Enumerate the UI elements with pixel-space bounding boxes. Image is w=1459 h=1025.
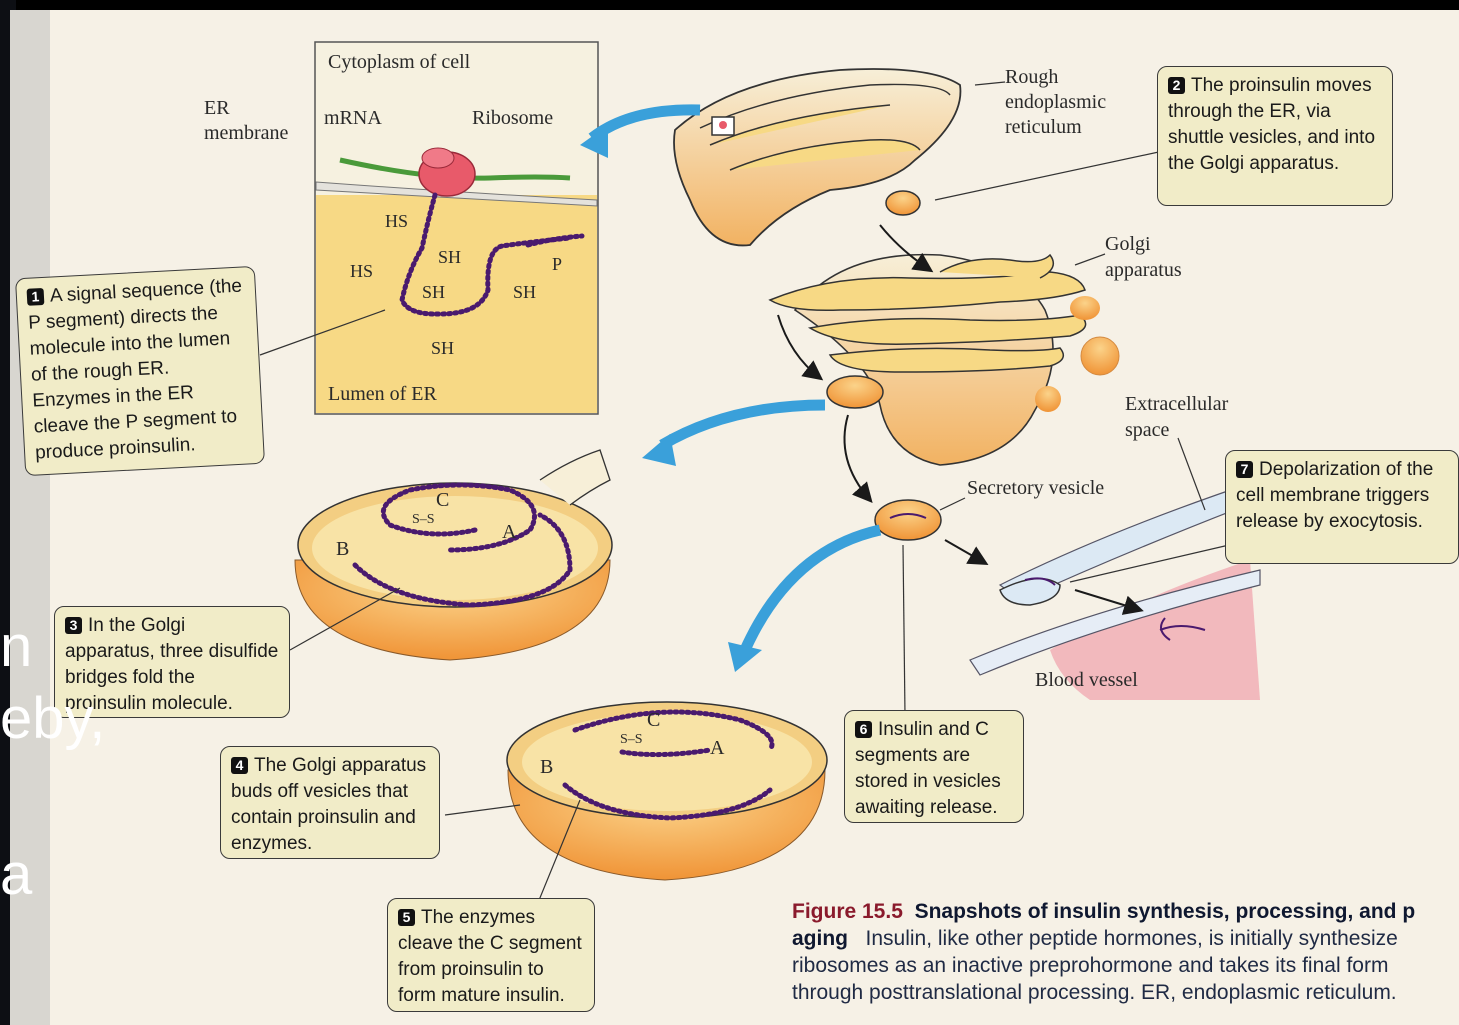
sh-label-4: SH (431, 336, 454, 360)
chain-a-label-1: A (502, 520, 516, 544)
figure-number: Figure 15.5 (792, 900, 903, 923)
hs-label-2: HS (350, 259, 373, 283)
cytoplasm-label: Cytoplasm of cell (328, 50, 470, 74)
chain-c-label-2: C (647, 708, 660, 732)
figure-title-cont: aging (792, 927, 848, 950)
extracellular-label-1: Extracellular (1125, 392, 1228, 416)
slide-text-fragment-3: a (0, 846, 32, 904)
sh-label-2: SH (422, 280, 445, 304)
golgi-label-1: Golgi (1105, 232, 1151, 256)
step-1-text: A signal sequence (the P segment) direct… (28, 276, 243, 464)
shuttle-vesicle (886, 191, 920, 215)
sh-label-3: SH (513, 280, 536, 304)
chain-a-label-2: A (710, 736, 724, 760)
figure-title: Snapshots of insulin synthesis, processi… (915, 900, 1416, 923)
textbook-page: Cytoplasm of cell ER membrane mRNA Ribos… (10, 10, 1459, 1025)
step-2-number: 2 (1168, 77, 1185, 94)
step-3-number: 3 (65, 617, 82, 634)
mrna-label: mRNA (324, 106, 382, 130)
lumen-label: Lumen of ER (328, 382, 437, 406)
disulfide-label-1: S–S (412, 508, 435, 532)
hs-label-1: HS (385, 209, 408, 233)
blue-arrow-2 (662, 405, 825, 445)
rough-er-label-3: reticulum (1005, 115, 1082, 139)
disulfide-label-2: S–S (620, 728, 643, 752)
rough-er-label-2: endoplasmic (1005, 90, 1106, 114)
secretory-vesicle-label: Secretory vesicle (967, 476, 1104, 500)
chain-b-label-2: B (540, 755, 553, 779)
step-6-number: 6 (855, 721, 872, 738)
er-lumen-inset (315, 42, 598, 414)
rough-er-label-1: Rough (1005, 65, 1058, 89)
golgi-shape (770, 255, 1119, 465)
golgi-vesicle-2 (507, 702, 827, 880)
rough-er-shape (674, 69, 960, 245)
golgi-label-2: apparatus (1105, 258, 1182, 282)
step-4-number: 4 (231, 757, 248, 774)
step-7-text: Depolarization of the cell membrane trig… (1236, 459, 1433, 532)
step-4-text: The Golgi apparatus buds off vesicles th… (231, 755, 426, 854)
slide-text-fragment-2: eby, (0, 690, 105, 748)
er-membrane-label-1: ER (204, 96, 230, 120)
slide-text-fragment-1: n (0, 618, 32, 676)
blue-arrow-3 (745, 530, 880, 650)
step-1-number: 1 (27, 288, 45, 306)
er-membrane-label-2: membrane (204, 121, 288, 145)
p-segment-label: P (552, 252, 562, 276)
step-5-number: 5 (398, 909, 415, 926)
figure-caption-body: Insulin, like other peptide hormones, is… (792, 927, 1398, 1004)
chain-c-label-1: C (436, 488, 449, 512)
ribosome-label: Ribosome (472, 106, 553, 130)
extracellular-label-2: space (1125, 418, 1169, 442)
blood-vessel-label: Blood vessel (1035, 668, 1138, 692)
step-6-text: Insulin and C segments are stored in ves… (855, 719, 1001, 818)
secretory-vesicle-shape (875, 500, 941, 540)
sh-label-1: SH (438, 245, 461, 269)
step-2-text: The proinsulin moves through the ER, via… (1168, 75, 1375, 174)
chain-b-label-1: B (336, 537, 349, 561)
step-5-text: The enzymes cleave the C segment from pr… (398, 907, 582, 1006)
step-7-number: 7 (1236, 461, 1253, 478)
figure-caption: Figure 15.5 Snapshots of insulin synthes… (792, 898, 1459, 1006)
